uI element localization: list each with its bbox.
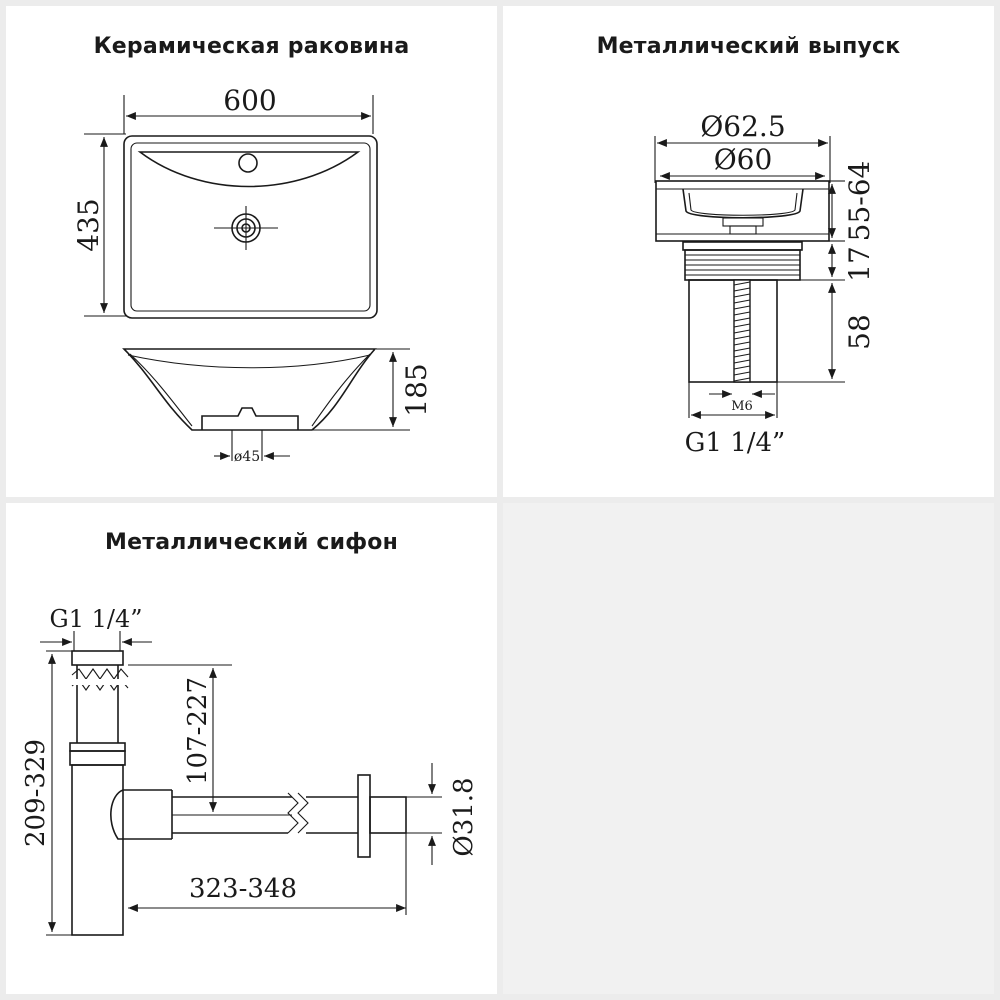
drain-panel-title: Металлический выпуск (596, 34, 901, 59)
sink-drain-dimension: ø45 (214, 430, 290, 465)
drain-inner-label: Ø60 (714, 143, 773, 176)
sink-width-dimension: 600 (123, 84, 374, 134)
drain-58-label: 58 (843, 314, 876, 350)
siphon-outlet-dimension: Ø31.8 (406, 763, 479, 865)
siphon-height-dimension: 209-329 (21, 650, 72, 936)
sink-panel-title: Керамическая раковина (93, 34, 410, 59)
siphon-connection-label: G1 1/4” (50, 605, 143, 633)
sink-height-dimension: 185 (312, 348, 433, 431)
siphon-outlet-label: Ø31.8 (449, 777, 479, 856)
siphon-panel: Металлический сифон G1 1/4” (6, 503, 497, 994)
drain-outer-dimension: Ø62.5 (654, 110, 831, 183)
drain-thread-label: M6 (731, 399, 753, 414)
sink-drain-label: ø45 (234, 449, 260, 465)
drain-outer-label: Ø62.5 (700, 110, 785, 143)
siphon-connection-dimension: G1 1/4” (40, 605, 152, 651)
sink-top-view (123, 135, 378, 319)
drain-bottom-dimensions: M6 G1 1/4” (685, 382, 786, 458)
siphon-drawing: G1 1/4” (21, 605, 479, 936)
drain-inner-dimension: Ø60 (660, 143, 825, 180)
drain-panel: Металлический выпуск Ø62.5 Ø60 (503, 6, 994, 497)
sink-width-label: 600 (223, 84, 276, 117)
drain-drawing: Ø62.5 Ø60 (654, 110, 876, 458)
sink-panel: Керамическая раковина 600 435 (6, 6, 497, 497)
sink-depth-dimension: 435 (72, 133, 126, 317)
sink-height-label: 185 (400, 363, 433, 416)
siphon-panel-title: Металлический сифон (105, 530, 398, 555)
siphon-length-label: 323-348 (189, 874, 297, 904)
siphon-outlet-pipe (171, 774, 407, 858)
empty-panel (503, 503, 994, 994)
sink-depth-label: 435 (72, 198, 105, 251)
drain-connection-label: G1 1/4” (685, 428, 786, 458)
sink-side-view (122, 348, 377, 431)
drain-range-label: 55-64 (843, 161, 876, 242)
sink-drawing: 600 435 (72, 84, 433, 465)
siphon-length-dimension: 323-348 (128, 833, 407, 915)
siphon-height-label: 209-329 (21, 739, 51, 847)
drain-17-label: 17 (843, 246, 876, 282)
siphon-body (69, 650, 172, 936)
siphon-drop-dimension: 107-227 (128, 664, 232, 812)
siphon-drop-label: 107-227 (183, 677, 213, 785)
drain-height-dimensions: 55-64 17 58 (777, 161, 876, 383)
drain-body (655, 180, 830, 383)
